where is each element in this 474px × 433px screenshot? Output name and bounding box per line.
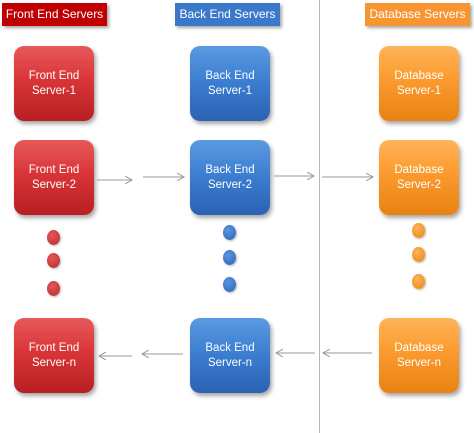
server-label-line1: Database — [394, 163, 444, 176]
server-label-line2: Server-n — [207, 356, 253, 369]
back-end-servers-header: Back End Servers — [175, 3, 280, 26]
server-label-line2: Server-n — [31, 356, 77, 369]
server-label-line2: Server-n — [396, 356, 442, 369]
server-label-line1: Front End — [28, 163, 80, 176]
database-servers-header: Database Servers — [365, 3, 470, 26]
back-end-server-1: Back End Server-1 — [190, 46, 270, 121]
ellipsis-dot — [47, 230, 60, 245]
server-label-line2: Server-2 — [207, 178, 253, 191]
server-label-line1: Database — [394, 341, 444, 354]
server-label-line1: Back End — [205, 163, 255, 176]
database-server-2: Database Server-2 — [379, 140, 459, 215]
server-label-line2: Server-1 — [396, 84, 442, 97]
server-label-line2: Server-2 — [31, 178, 77, 191]
server-label-line1: Database — [394, 69, 444, 82]
server-label-line2: Server-1 — [31, 84, 77, 97]
ellipsis-dot — [223, 277, 236, 292]
front-end-server-n: Front End Server-n — [14, 318, 94, 393]
ellipsis-dot — [223, 250, 236, 265]
tier-divider-line — [319, 0, 320, 433]
database-server-n: Database Server-n — [379, 318, 459, 393]
server-label-line2: Server-1 — [207, 84, 253, 97]
server-label-line1: Back End — [205, 69, 255, 82]
ellipsis-dot — [47, 253, 60, 268]
ellipsis-dot — [412, 223, 425, 238]
front-end-server-1: Front End Server-1 — [14, 46, 94, 121]
front-end-server-2: Front End Server-2 — [14, 140, 94, 215]
server-label-line1: Back End — [205, 341, 255, 354]
server-label-line2: Server-2 — [396, 178, 442, 191]
back-end-server-n: Back End Server-n — [190, 318, 270, 393]
ellipsis-dot — [412, 247, 425, 262]
back-end-server-2: Back End Server-2 — [190, 140, 270, 215]
ellipsis-dot — [412, 274, 425, 289]
front-end-servers-header: Front End Servers — [2, 3, 107, 26]
database-server-1: Database Server-1 — [379, 46, 459, 121]
server-label-line1: Front End — [28, 341, 80, 354]
ellipsis-dot — [223, 225, 236, 240]
server-label-line1: Front End — [28, 69, 80, 82]
ellipsis-dot — [47, 281, 60, 296]
